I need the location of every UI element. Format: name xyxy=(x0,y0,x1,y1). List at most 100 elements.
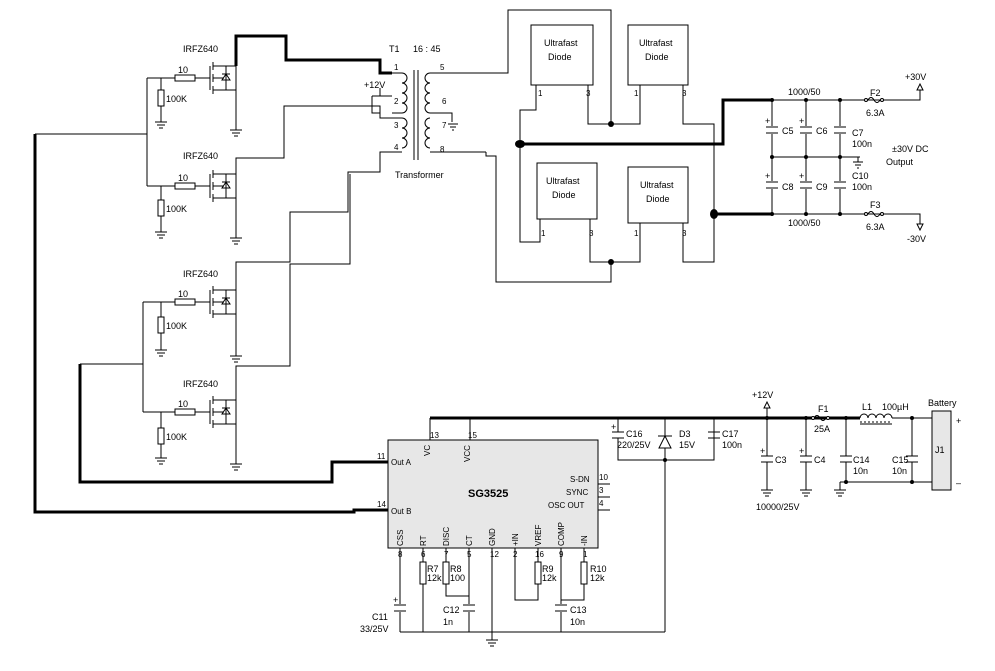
sg3525-body xyxy=(387,439,599,549)
c16-label: C16 xyxy=(626,429,643,439)
pin-comp-label: COMP xyxy=(557,522,566,546)
sg3525-vcc: VCC xyxy=(463,445,472,462)
diode-4-l2: Diode xyxy=(646,194,670,204)
sg3525-vcc-pin: 15 xyxy=(468,431,477,440)
r10-label: R10 xyxy=(590,564,607,574)
f1-value: 25A xyxy=(814,424,830,434)
output-desc-2: Output xyxy=(886,157,914,167)
pin-gnd-num: 12 xyxy=(490,550,499,559)
t1-pin5: 5 xyxy=(440,63,445,72)
j1-label: J1 xyxy=(935,445,945,455)
c14-value: 10n xyxy=(853,466,868,476)
q1-gate-r-value: 10 xyxy=(178,65,188,75)
sg3525-outa-pin: 11 xyxy=(377,452,386,461)
c17-value: 100n xyxy=(722,440,742,450)
diode-4-l1: Ultrafast xyxy=(640,180,674,190)
q1-pulldown-resistor xyxy=(157,89,165,107)
t1-ratio: 16 : 45 xyxy=(413,44,441,54)
t1-ref: T1 xyxy=(389,44,400,54)
sg3525-vc-pin: 13 xyxy=(430,431,439,440)
t1-pin7: 7 xyxy=(442,121,447,130)
sg3525-outb: Out B xyxy=(391,507,411,516)
c10-label: C10 xyxy=(852,171,869,181)
diode-2: Ultrafast Diode 1 3 xyxy=(627,24,689,98)
svg-text:+: + xyxy=(799,116,804,126)
diode-3-l2: Diode xyxy=(552,190,576,200)
q3-pulldown-resistor xyxy=(157,316,165,334)
pin-disc-label: DISC xyxy=(442,527,451,546)
sg3525-sdn: S-DN xyxy=(570,475,590,484)
r10-body xyxy=(580,561,588,585)
q4-label: IRFZ640 xyxy=(183,379,218,389)
r7-value: 12k xyxy=(427,573,442,583)
f3-label: F3 xyxy=(870,200,881,210)
t1-pin4: 4 xyxy=(394,143,399,152)
mosfet-q3: IRFZ640 10 100K xyxy=(143,269,242,363)
q3-pulldown-value: 100K xyxy=(166,321,187,331)
sg3525-sync-pin: 3 xyxy=(599,486,604,495)
t1-pin3: 3 xyxy=(394,121,399,130)
wire-q4-drain xyxy=(235,174,351,400)
mosfet-q4: IRFZ640 10 100K xyxy=(143,379,242,471)
c15-label: C15 xyxy=(892,455,909,465)
pin-ct-label: CT xyxy=(465,535,474,546)
c12-value: 1n xyxy=(443,617,453,627)
c5-label: C5 xyxy=(782,126,794,136)
pin-pin-label: +IN xyxy=(511,533,520,546)
diode-1: Ultrafast Diode 1 3 xyxy=(530,24,594,98)
output-filter: + + + + 1000/50 1000/50 C5 C6 C7 100n C8… xyxy=(765,72,929,244)
pin-css-label: CSS xyxy=(396,530,405,546)
diode-1-body xyxy=(530,24,594,86)
q4-pulldown-resistor xyxy=(157,427,165,445)
sg3525-outa: Out A xyxy=(391,458,412,467)
diode-4-pin-c: 3 xyxy=(682,229,687,238)
pin-vref-label: VREF xyxy=(534,525,543,546)
diode-3-pin-a: 1 xyxy=(541,229,546,238)
svg-text:+: + xyxy=(765,171,770,181)
diode-2-l2: Diode xyxy=(645,52,669,62)
sg3525-sync: SYNC xyxy=(566,488,588,497)
diode-1-l2: Diode xyxy=(548,52,572,62)
wire-q2-drain xyxy=(235,105,392,174)
q4-gate-resistor xyxy=(174,408,196,416)
c12-label: C12 xyxy=(443,605,460,615)
q3-gate-resistor xyxy=(174,298,196,306)
c14-label: C14 xyxy=(853,455,870,465)
l1-label: L1 xyxy=(862,402,872,412)
d3-label: D3 xyxy=(679,429,691,439)
battery-connector-j1 xyxy=(931,410,952,491)
pos-output-label: +30V xyxy=(905,72,926,82)
diode-4-body xyxy=(627,166,689,224)
t1-name: Transformer xyxy=(395,170,444,180)
sg3525-outb-pin: 14 xyxy=(377,500,386,509)
supply-section: + C16 220/25V D3 15V C17 100n +12V + + C… xyxy=(611,390,961,632)
transformer-t1: T1 16 : 45 +12V Transformer 1 2 3 4 5 6 … xyxy=(364,44,486,180)
mosfet-q2: IRFZ640 10 100K xyxy=(147,151,242,245)
f2-value: 6.3A xyxy=(866,108,885,118)
t1-pin2: 2 xyxy=(394,97,399,106)
r8-value: 100 xyxy=(450,573,465,583)
t1-pin1: 1 xyxy=(394,63,399,72)
plus12-label: +12V xyxy=(752,390,773,400)
diode-3-body xyxy=(536,162,598,220)
sg3525-vc: VC xyxy=(423,445,432,456)
f2-label: F2 xyxy=(870,88,881,98)
svg-text:+: + xyxy=(799,446,804,456)
c10-value: 100n xyxy=(852,182,872,192)
c9-label: C9 xyxy=(816,182,828,192)
c16-value: 220/25V xyxy=(617,440,651,450)
r9-body xyxy=(534,561,542,585)
svg-text:+: + xyxy=(760,446,765,456)
c7-label: C7 xyxy=(852,128,864,138)
q4-gate-r-value: 10 xyxy=(178,399,188,409)
q2-gate-resistor xyxy=(174,182,196,190)
c17-label: C17 xyxy=(722,429,739,439)
wire-out-a xyxy=(78,364,388,484)
svg-text:+: + xyxy=(611,422,616,432)
mosfet-q1: IRFZ640 10 100K xyxy=(147,44,242,137)
c7-value: 100n xyxy=(852,139,872,149)
t1-pin6: 6 xyxy=(442,97,447,106)
f3-value: 6.3A xyxy=(866,222,885,232)
sg3525: SG3525 Out A 11 Out B 14 VC 13 VCC 15 S-… xyxy=(377,418,610,559)
